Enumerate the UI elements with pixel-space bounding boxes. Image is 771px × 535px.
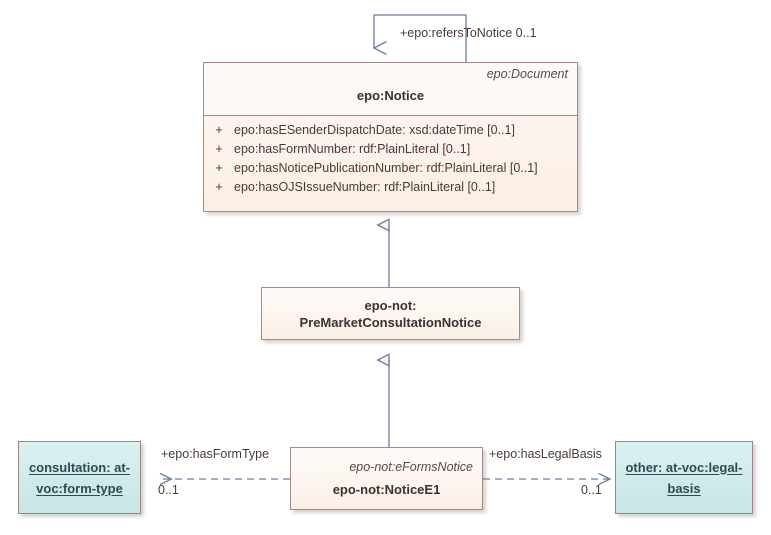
class-name-epo-notice: epo:Notice (356, 88, 425, 103)
instance-name-other-legal-basis: other: at-voc:legal- basis (625, 459, 743, 496)
edge-multiplicity-has-legal-basis: 0..1 (581, 483, 602, 497)
class-node-epo-notice[interactable]: epo:Document epo:Notice + epo:hasESender… (203, 62, 578, 212)
class-attribute-row: + epo:hasFormNumber: rdf:PlainLiteral [0… (204, 140, 577, 159)
edge-multiplicity-has-form-type: 0..1 (158, 483, 179, 497)
attribute-visibility: + (215, 142, 223, 156)
class-node-notice-e1[interactable]: epo-not:eFormsNotice epo-not:NoticeE1 (290, 447, 483, 510)
class-attribute-row: + epo:hasESenderDispatchDate: xsd:dateTi… (204, 121, 577, 140)
class-attribute-row: + epo:hasOJSIssueNumber: rdf:PlainLitera… (204, 178, 577, 197)
edge-label-has-form-type: +epo:hasFormType (161, 447, 270, 461)
instance-node-consultation-form-type[interactable]: consultation: at- voc:form-type (18, 441, 141, 514)
class-name-notice-e1: epo-not:NoticeE1 (332, 481, 441, 497)
attribute-visibility: + (215, 180, 223, 194)
class-stereotype-notice-e1: epo-not:eFormsNotice (349, 459, 473, 474)
attribute-signature: epo:hasESenderDispatchDate: xsd:dateTime… (234, 123, 515, 137)
attribute-visibility: + (215, 123, 223, 137)
attribute-signature: epo:hasOJSIssueNumber: rdf:PlainLiteral … (234, 180, 496, 194)
instance-node-other-legal-basis[interactable]: other: at-voc:legal- basis (615, 441, 753, 514)
class-node-premarket-consultation-notice[interactable]: epo-not: PreMarketConsultationNotice (261, 287, 520, 340)
attribute-signature: epo:hasNoticePublicationNumber: rdf:Plai… (234, 161, 538, 175)
class-attribute-row: + epo:hasNoticePublicationNumber: rdf:Pl… (204, 159, 577, 178)
instance-name-consultation-form-type: consultation: at- voc:form-type (28, 459, 131, 496)
edge-label-refers-to-notice: +epo:refersToNotice 0..1 (400, 26, 537, 40)
attribute-signature: epo:hasFormNumber: rdf:PlainLiteral [0..… (234, 142, 471, 156)
attribute-visibility: + (215, 161, 223, 175)
class-stereotype-epo-notice: epo:Document (486, 67, 568, 81)
class-attributes-epo-notice: + epo:hasESenderDispatchDate: xsd:dateTi… (204, 115, 577, 203)
class-name-premarket-consultation-notice: epo-not: PreMarketConsultationNotice (299, 297, 482, 330)
edge-label-has-legal-basis: +epo:hasLegalBasis (489, 447, 602, 461)
